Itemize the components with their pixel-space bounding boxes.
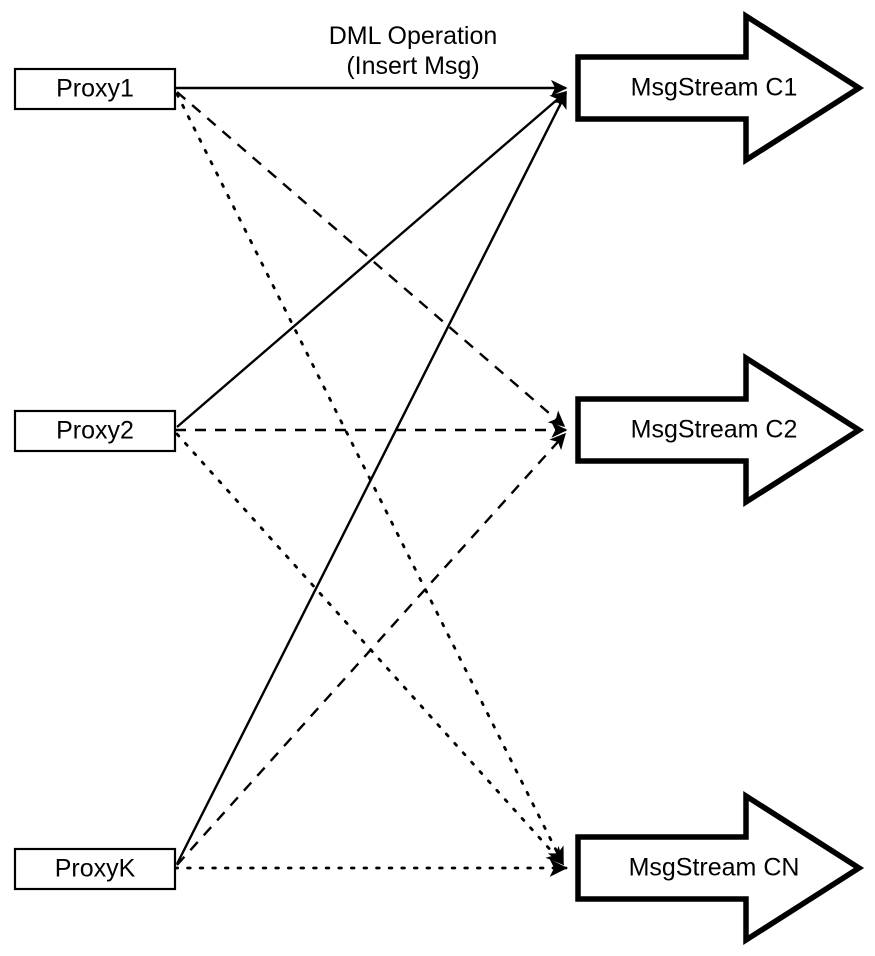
edge-caption-group: DML Operation (Insert Msg)	[329, 22, 498, 80]
stream-cn-arrow-shape[interactable]	[575, 790, 865, 946]
link-proxyK-to-stream-c1	[175, 91, 568, 865]
stream-c2-arrow-shape[interactable]	[575, 352, 865, 508]
stream-c1-arrow-shape[interactable]	[575, 10, 865, 166]
link-proxy1-to-stream-c2	[176, 91, 566, 427]
proxy1-label: Proxy1	[56, 75, 134, 103]
proxy-group: Proxy1 Proxy2 ProxyK	[13, 67, 177, 891]
proxy-node-proxyK[interactable]: ProxyK	[13, 847, 177, 891]
stream-c2-label: MsgStream C2	[631, 416, 798, 444]
stream-c1-label: MsgStream C1	[631, 74, 798, 102]
link-proxyK-to-stream-c2	[176, 432, 566, 866]
proxy2-label: Proxy2	[56, 417, 134, 445]
edge-caption-line1: DML Operation	[329, 22, 498, 50]
link-proxy2-to-stream-c1	[176, 91, 568, 428]
stream-node-c1[interactable]: MsgStream C1	[575, 10, 865, 166]
stream-node-cn[interactable]: MsgStream CN	[575, 790, 865, 946]
edge-caption-line2: (Insert Msg)	[346, 52, 479, 80]
proxy2-box[interactable]	[13, 409, 177, 453]
stream-cn-label: MsgStream CN	[629, 854, 800, 882]
proxy-node-proxy1[interactable]: Proxy1	[13, 67, 177, 111]
link-group	[173, 79, 568, 877]
proxyK-label: ProxyK	[55, 855, 136, 883]
stream-group: MsgStream C1 MsgStream C2 MsgStream CN	[575, 10, 865, 946]
stream-node-c2[interactable]: MsgStream C2	[575, 352, 865, 508]
proxy1-box[interactable]	[13, 67, 177, 111]
proxy-node-proxy2[interactable]: Proxy2	[13, 409, 177, 453]
proxyK-box[interactable]	[13, 847, 177, 891]
